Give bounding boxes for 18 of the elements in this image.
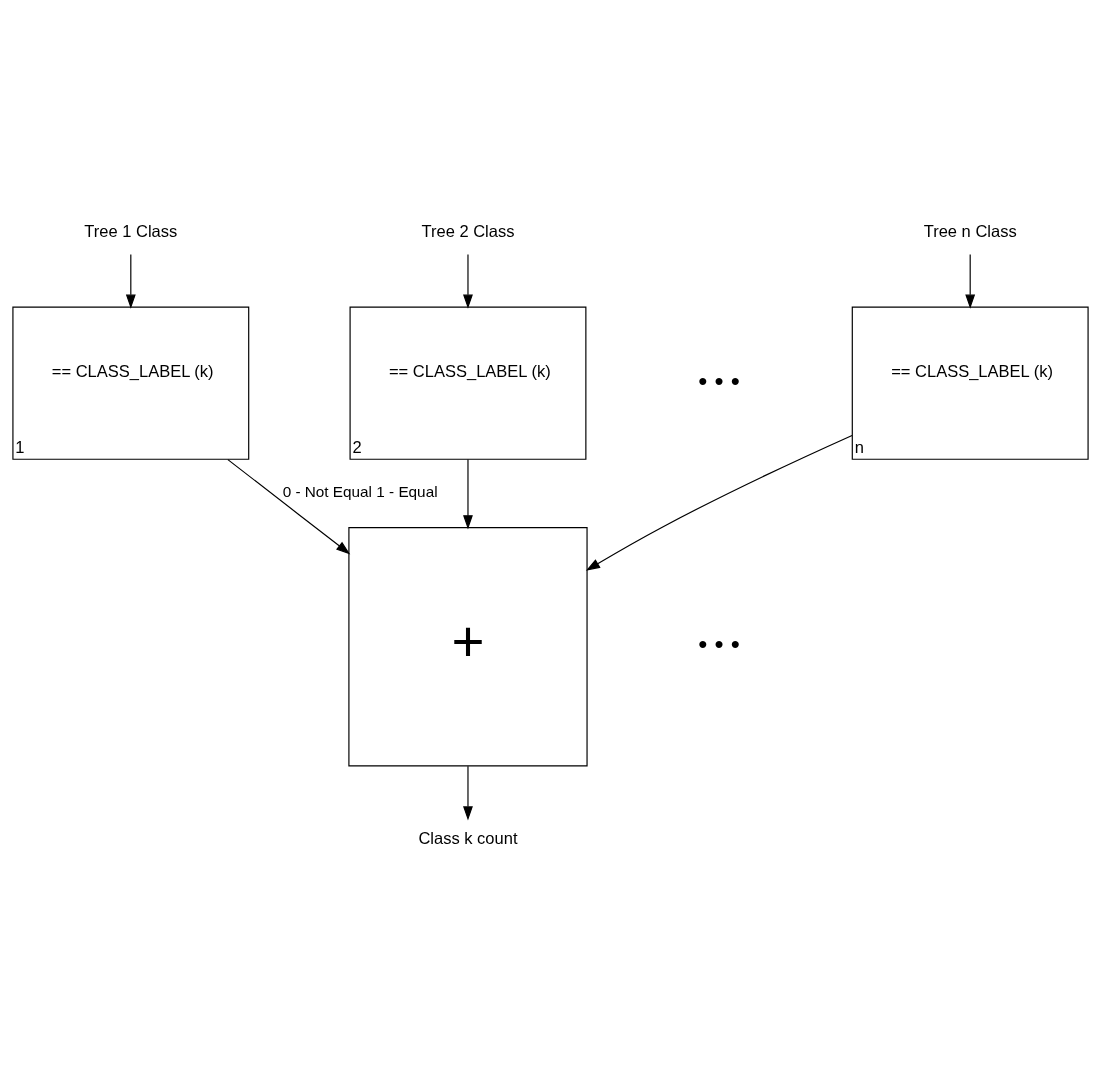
label: • • •	[698, 629, 740, 658]
node-text: Tree 2 Class	[421, 221, 515, 240]
arrow	[965, 253, 976, 309]
node-box: +	[348, 526, 588, 766]
node-text: Tree n Class	[923, 221, 1017, 240]
node-box: == CLASS_LABEL (k) 2	[349, 306, 587, 460]
arrow	[463, 253, 473, 309]
arrow	[463, 765, 473, 820]
node-text: Class k count	[418, 828, 518, 847]
node-text: Tree 1 Class	[84, 221, 178, 240]
arrow	[227, 458, 351, 554]
label: • • •	[698, 366, 740, 395]
node-box: == CLASS_LABEL (k) n	[851, 306, 1089, 460]
edge-label: 0 - Not Equal 1 - Equal	[282, 482, 438, 500]
arrow	[463, 458, 473, 529]
arrow	[125, 253, 136, 309]
arrow	[585, 434, 853, 571]
node-box: == CLASS_LABEL (k) 1	[12, 306, 250, 460]
